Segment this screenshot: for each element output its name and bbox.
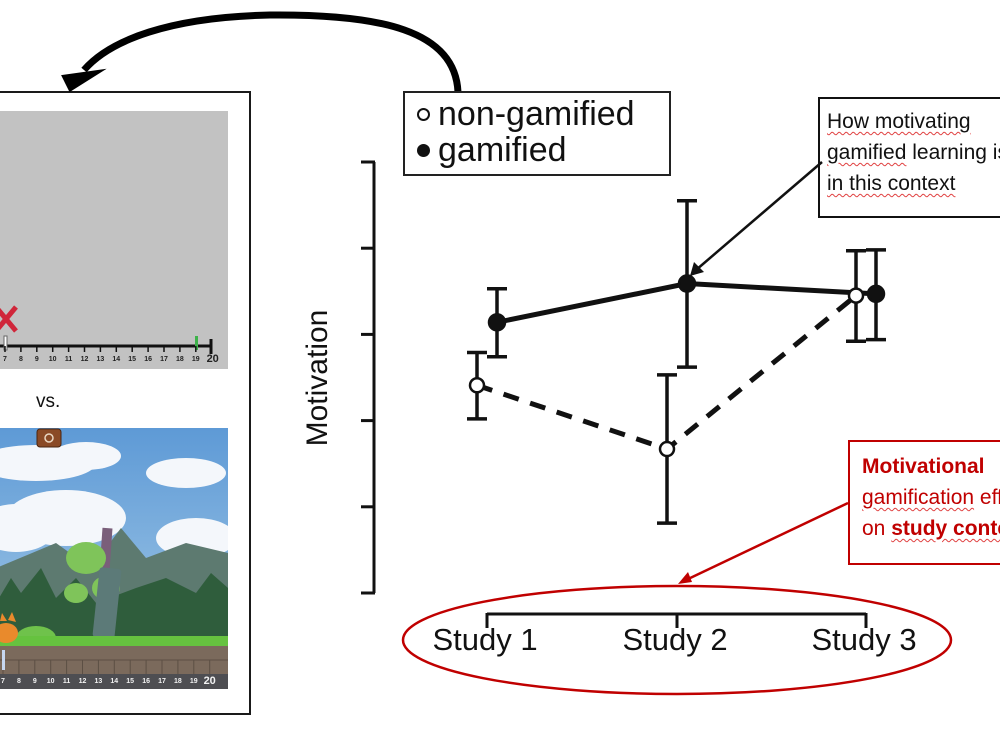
curved-arrow-shaft — [81, 11, 462, 93]
numberline-label: 14 — [112, 356, 121, 363]
position-marker — [2, 650, 5, 670]
callout-text: How motivating — [827, 110, 971, 133]
versus-label: vs. — [36, 391, 61, 412]
study-highlight-ellipse — [401, 584, 953, 696]
numberline-label: 10 — [46, 678, 55, 685]
plain-numberline — [0, 305, 213, 354]
numberline-label: 12 — [80, 356, 89, 363]
callout-line: gamification effects — [862, 482, 1000, 513]
grass — [0, 636, 228, 646]
numberline-label: 10 — [48, 356, 57, 363]
numberline-label: 16 — [144, 356, 152, 363]
gamified-task-screenshot: 7 8 9 10 11 12 13 14 15 16 17 18 19 20 — [0, 428, 228, 689]
x-mark-icon — [0, 305, 18, 333]
callout-line: gamified learning is — [827, 137, 1000, 168]
numberline-label: 9 — [34, 356, 39, 363]
x-tick-label: Study 1 — [432, 622, 538, 657]
numberline-label: 7 — [3, 356, 7, 363]
callout-text: learning is — [906, 141, 1000, 164]
stone-pillar — [92, 567, 122, 639]
numberline-label: 8 — [18, 356, 23, 363]
x-tick-label: Study 2 — [622, 622, 728, 657]
callout-line: Motivational — [862, 451, 1000, 482]
filled-circle-icon — [417, 143, 430, 157]
y-axis — [361, 160, 376, 595]
legend-label: gamified — [438, 131, 567, 169]
callout-text: gamification — [862, 486, 975, 509]
target-marker — [195, 336, 198, 350]
numberline-label: 18 — [175, 356, 184, 363]
callout-gamified-motivation: How motivating gamified learning is in thi… — [818, 97, 1000, 218]
callout-text: effects — [979, 486, 1000, 509]
red-callout-arrowhead — [678, 572, 692, 584]
chart-legend: non-gamified gamified — [403, 91, 671, 176]
numberline-label: 11 — [62, 678, 71, 685]
non-gamified-task-screenshot: 7 8 9 10 11 12 13 14 15 16 17 18 19 20 — [0, 111, 228, 369]
numberline-label: 15 — [128, 356, 137, 363]
game-scene — [0, 428, 228, 689]
numberline-label: 16 — [142, 678, 150, 685]
callout-line: on study context — [862, 513, 1000, 544]
tree-foliage — [66, 542, 106, 574]
callout-text: Motivational — [862, 455, 985, 478]
callout-text: study context — [891, 517, 1000, 540]
callout-line: in this context — [827, 168, 1000, 199]
numberline-label: 19 — [191, 356, 200, 363]
settings-button[interactable] — [36, 428, 62, 448]
numberline-label: 14 — [110, 678, 119, 685]
data-point-gamified — [677, 274, 697, 293]
numberline-label: 15 — [126, 678, 135, 685]
black-callout-arrow — [695, 161, 823, 271]
x-tick-label: Study 3 — [811, 622, 917, 657]
curved-arrow-head — [61, 68, 107, 93]
black-callout-arrowhead — [690, 262, 704, 276]
callout-text: gamified — [827, 141, 907, 164]
data-point-gamified — [487, 313, 507, 332]
legend-label: non-gamified — [438, 95, 635, 133]
clouds — [0, 442, 228, 558]
x-axis — [485, 612, 868, 628]
numberline-label: 17 — [160, 356, 168, 363]
numberline-label: 13 — [96, 356, 105, 363]
numberline-label: 11 — [64, 356, 73, 363]
callout-text: in this context — [827, 172, 956, 195]
numberline-label: 12 — [78, 678, 87, 685]
fox-character-icon — [0, 612, 18, 643]
data-point-non-gamified — [658, 440, 676, 458]
numberline-label: 7 — [1, 678, 5, 685]
data-point-non-gamified — [847, 287, 865, 304]
callout-text: on — [862, 517, 892, 540]
numberline-label: 17 — [158, 678, 166, 685]
numberline-label: 13 — [94, 678, 103, 685]
data-point-non-gamified — [468, 377, 486, 394]
callout-line: How motivating — [827, 106, 1000, 137]
numberline-strip — [0, 674, 228, 689]
numberline-label: 20 — [206, 353, 219, 365]
numberline-label: 19 — [189, 678, 198, 685]
numberline-label: 20 — [203, 675, 216, 687]
red-callout-arrow — [685, 501, 849, 582]
open-circle-icon — [417, 107, 430, 121]
data-point-gamified — [866, 284, 886, 304]
gear-icon — [44, 433, 54, 443]
numberline-label: 18 — [173, 678, 182, 685]
numberline-label: 8 — [16, 678, 21, 685]
legend-item-gamified: gamified — [417, 133, 567, 167]
numberline-label: 9 — [32, 678, 37, 685]
legend-item-non-gamified: non-gamified — [417, 97, 635, 131]
